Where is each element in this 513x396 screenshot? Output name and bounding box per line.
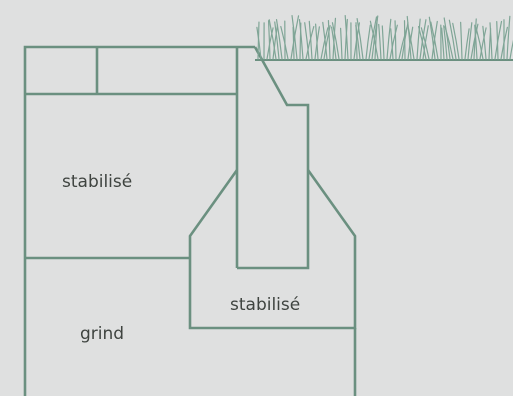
grass-blade	[428, 16, 436, 60]
grass-blade	[305, 26, 315, 60]
grass-blade	[320, 27, 329, 60]
label-stabilise-lower: stabilisé	[230, 295, 301, 315]
kerb-outline	[237, 46, 310, 270]
grass-blade	[394, 20, 397, 60]
grass-blade	[291, 15, 298, 60]
grass-blade	[368, 16, 378, 60]
grass-blade	[443, 17, 451, 60]
grass-tufts	[256, 15, 513, 60]
grass-blade	[416, 18, 421, 60]
grass-blade	[460, 21, 463, 60]
grass-blade	[365, 24, 371, 60]
grass-blade	[489, 22, 493, 60]
grass-blade	[419, 19, 427, 60]
grass-blade	[344, 15, 349, 60]
grass-blade	[344, 18, 348, 60]
grass-blade	[308, 20, 313, 60]
grass-blade	[327, 19, 331, 60]
grass-blade	[330, 26, 337, 60]
grass-blade	[441, 27, 445, 60]
grass-blade	[381, 25, 385, 60]
grass-blade	[390, 28, 394, 60]
grass-blade	[292, 26, 295, 60]
top-slab-outline	[23, 45, 255, 396]
grass-blade	[274, 21, 280, 60]
grass-blade	[378, 23, 382, 60]
grass-blade	[443, 25, 448, 60]
grass-blade	[339, 27, 343, 60]
grass-blade	[448, 19, 457, 60]
grass-blade	[275, 18, 283, 60]
grass-blade	[304, 22, 310, 60]
grass-blade	[430, 21, 439, 60]
grass-blade	[268, 19, 277, 60]
grass-blade	[444, 26, 454, 60]
grass-blade	[420, 27, 430, 60]
grass-blade	[389, 24, 398, 60]
grass-blade	[369, 20, 379, 60]
grass-blade	[355, 24, 361, 60]
grass-blade	[267, 20, 271, 60]
grass-blade	[452, 22, 460, 60]
grass-blade	[473, 18, 477, 60]
grass-blade	[467, 22, 473, 60]
grass-blade	[509, 39, 513, 60]
grass-blade	[417, 26, 427, 60]
grass-blade	[474, 24, 478, 60]
grass-blade	[496, 21, 499, 60]
grass-blade	[470, 23, 479, 60]
grass-blade	[322, 21, 328, 60]
grass-blade	[256, 26, 262, 60]
grass-blade	[332, 17, 337, 60]
grass-blade	[331, 22, 340, 60]
grass-blade	[479, 27, 487, 60]
grass-blade	[315, 23, 319, 60]
label-grind: grind	[80, 324, 125, 344]
grass-blade	[386, 18, 392, 60]
grass-blade	[407, 28, 415, 60]
grass-blade	[482, 25, 487, 60]
grass-blade	[374, 17, 378, 60]
grass-blade	[272, 24, 279, 60]
foundation-outline	[188, 169, 357, 330]
grass-blade	[406, 15, 412, 60]
grass-blade	[475, 27, 484, 60]
grass-blade	[356, 17, 364, 60]
grass-blade	[506, 15, 511, 60]
grass-blade	[323, 25, 331, 60]
grass-blade	[280, 25, 289, 60]
grass-blade	[464, 28, 470, 60]
label-stabilise-upper: stabilisé	[62, 172, 133, 192]
grass-blade	[298, 18, 304, 60]
